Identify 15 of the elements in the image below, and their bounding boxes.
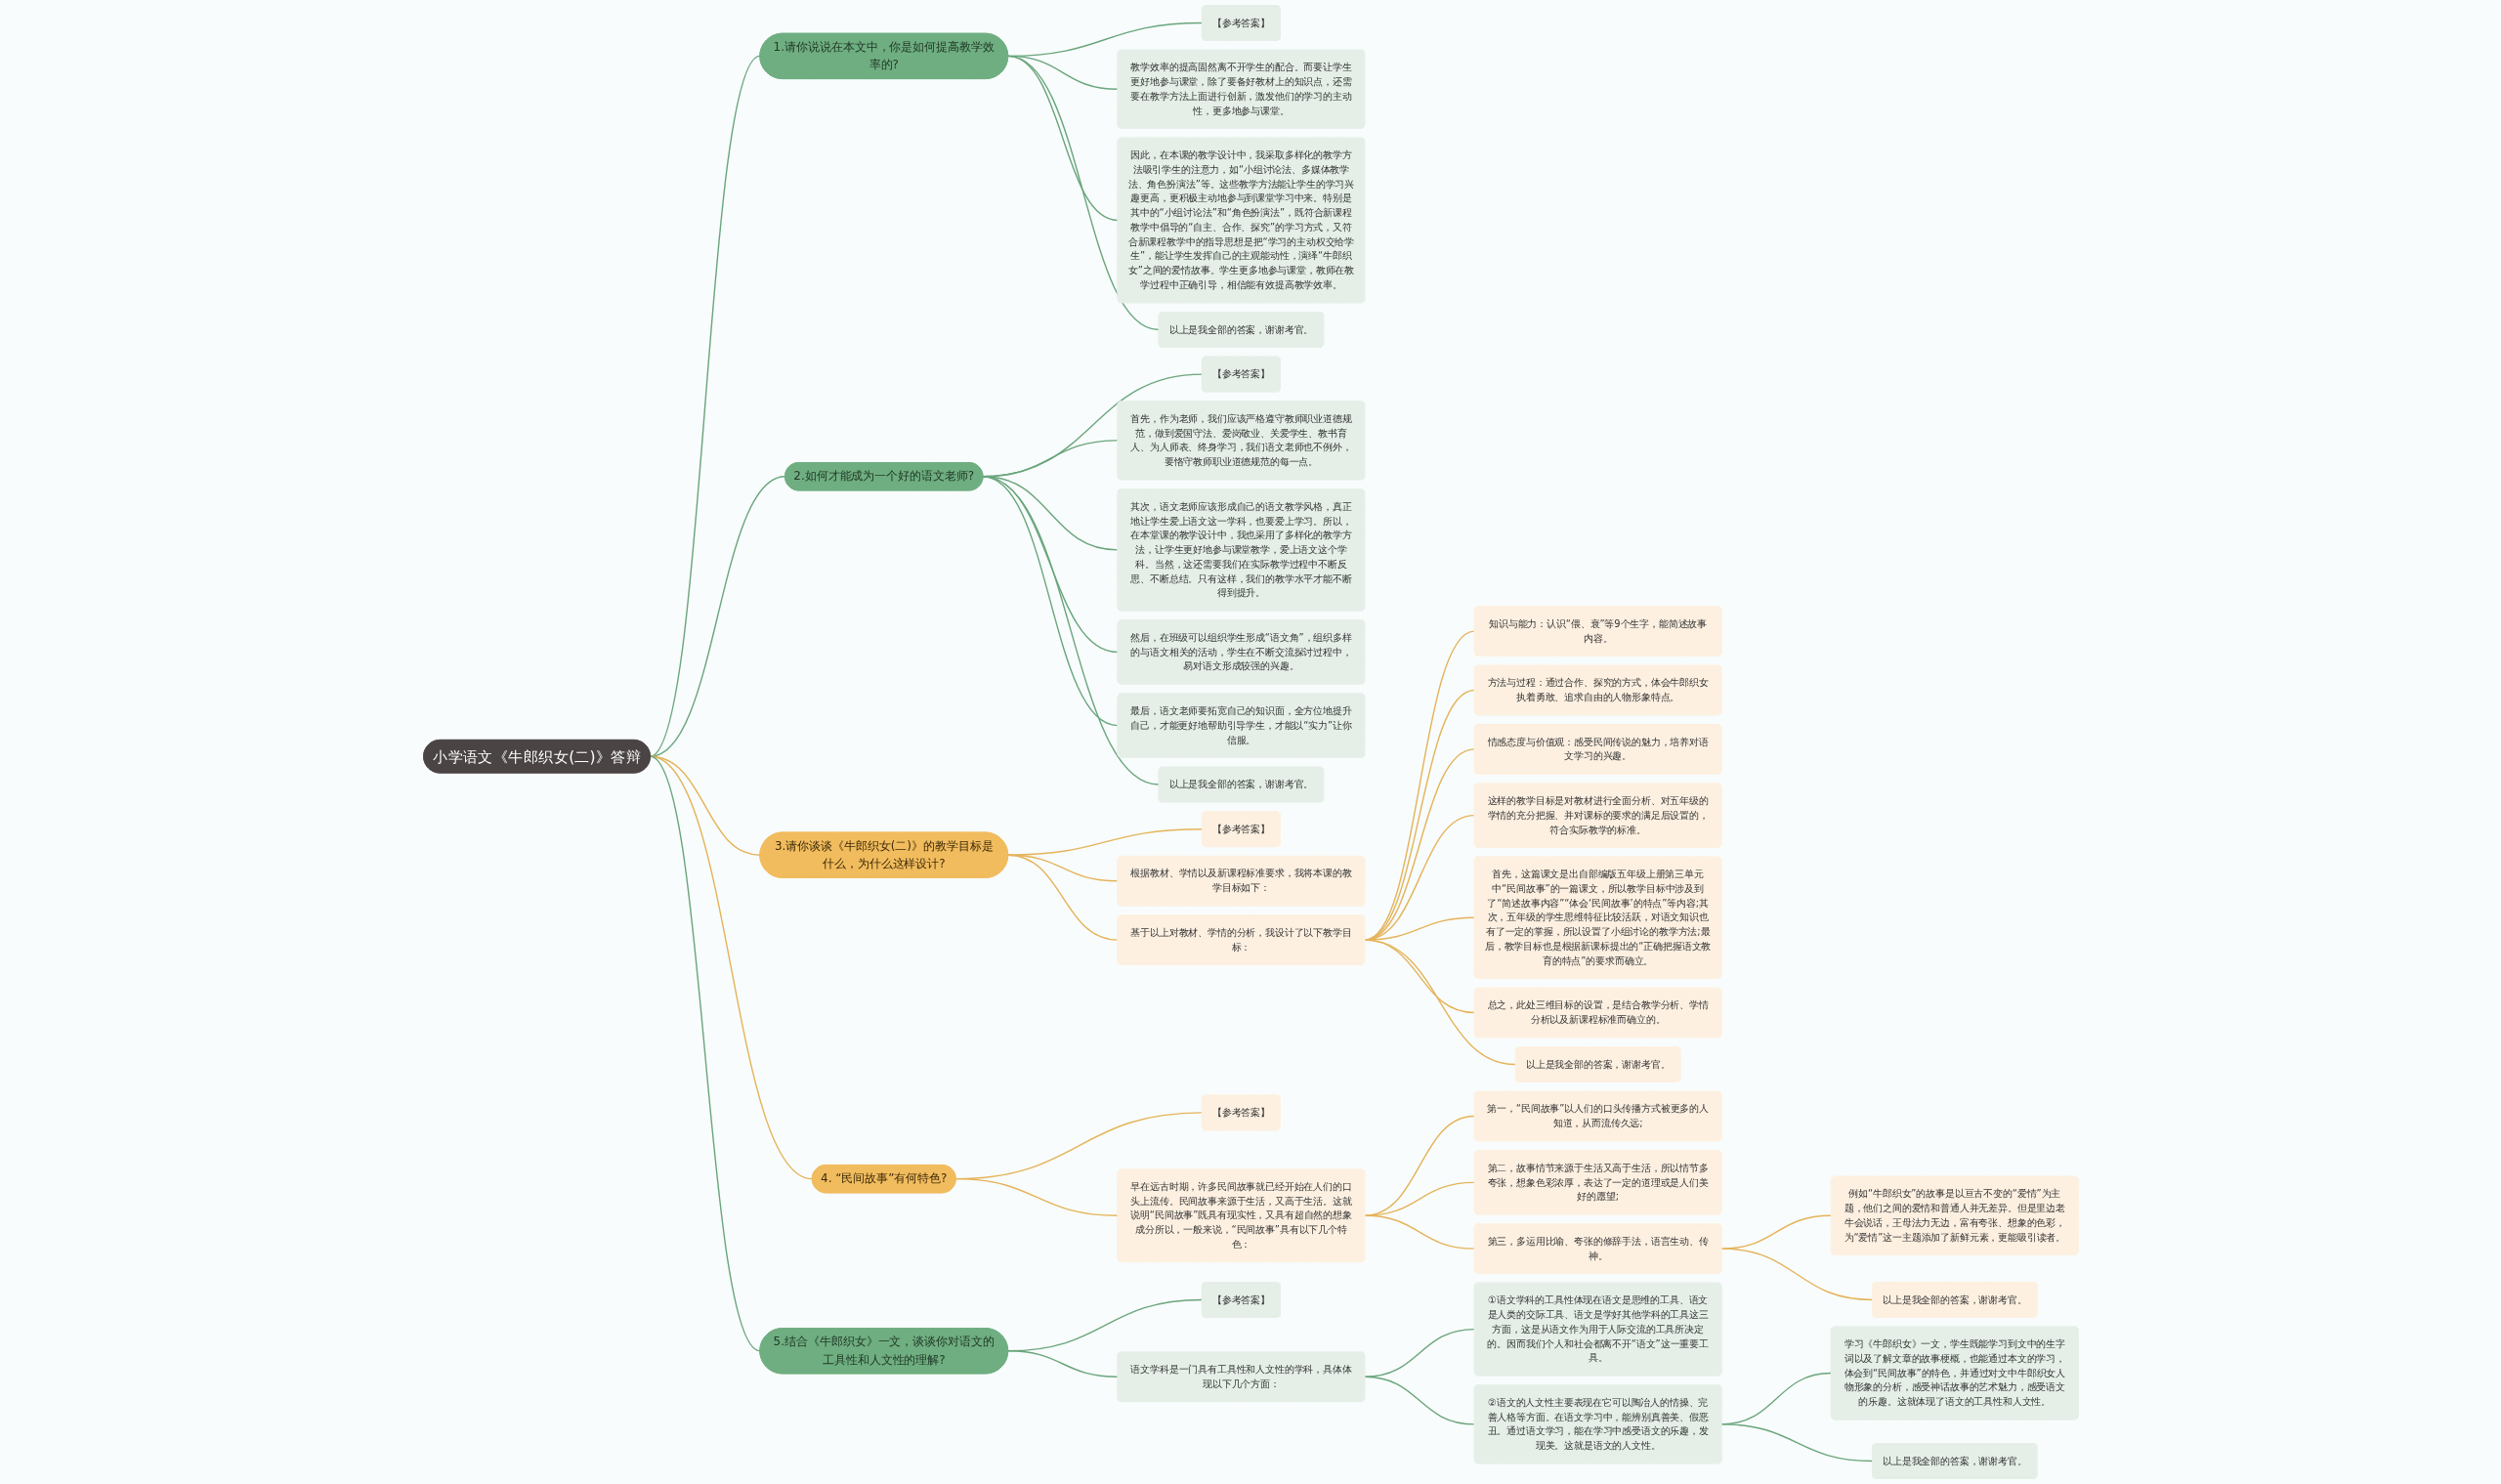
connector [1363,1214,1475,1250]
connector [1719,1248,1873,1301]
connector [649,755,761,1352]
connector [1363,1115,1475,1216]
connector [1363,1376,1475,1425]
connector [1006,827,1203,856]
connector [1006,55,1160,331]
connector [1363,1328,1475,1378]
connector [954,1177,1119,1216]
connector [1006,854,1119,941]
connector [981,476,1160,785]
connector [1006,1350,1119,1378]
connector [1363,1181,1475,1216]
mind-map-drawing: 小学语文《牛郎织女(二)》答辩 1.请你说说在本文中，你是如何提高教学效率的? 【参考答案】 教学效率的提高固然离不开学生的配合。而要让学生更好地参与课堂，除了要备好教材上的知识点，还需要在教学方法上面进行创新，激发他们的学习的主动性，更多地参与课堂。 因此，在本课的教学设计中，我采取多样化的教学方法吸引学生的注意力，如“小组讨论法、多媒体教学法、角色扮演法”等。这些教学方法能让学生的学习兴趣更高，更积极主动地参与到课堂学习中来。特别是其中的“小组讨论法”和“角色扮演法”，既符合新课程教学中倡导的“自主、合作、探究”的学习方式，又符合新课程教学中的指导思想是把“学习的主动权交给学生”，能让学生发挥自己的主观能动性，演绎“牛郎织女”之间的爱情故事。学生更多地参与课堂，教师在教学过程中正确引导，相信能有效提高教学效率。 以上是我全部的答案，谢谢考官。 2.如何才能成为一个好的语文老师? 【参考答案】 首先，作为老师，我们应该严格遵守教师职业道德规范，做到爱国守法、爱岗敬业、关爱学生、教书育人、为人师表、终身学习，我们语文老师也不例外，要恪守教师职业道德规范的每一点。 其次，语文老师应该形成自己的语文教学风格，真正地让学生爱上语文这一学科，也要爱上学习。所以，在本堂课的教学设计中，我也采用了多样化的教学方法，让学生更好地参与课堂教学，爱上语文这个学科。当然，这还需要我们在实际教学过程中不断反思、不断总结。只有这样，我们的教学水平才能不断得到提升。 然后，在班级可以组织学生形成“语文角”，组织多样的与语文相关的活动，学生在不断交流探讨过程中，易对语文形成较强的兴趣。 最后，语文老师要拓宽自己的知识面，全方位地提升自己，才能更好地帮助引导学生，才能以“实力”让你信服。 以上是我全部的答案，谢谢考官。 3.请你谈谈《牛郎织女(二)》的教学目标是什么，为什么这样设计? 【参考答案】 根据教材、学情以及新课程标准要求，我将本课的教学目标如下： 基于以上对教材、学情的分析，我设计了以下教学目标： 知识与能力：认识“偎、衰”等9个生字，能简述故事内容。 方法与过程：通过合作、探究的方式，体会牛郎织女执着勇敢、追求自由的人物形象特点。 情感态度与价值观：感受民间传说的魅力，培养对语文学习的兴趣。 这样的教学目标是对教材进行全面分析、对五年级的学情的充分把握、并对课标的要求的满足后设置的，符合实际教学的标准。 首先，这篇课文是出自部编版五年级上册第三单元中“民间故事”的一篇课文，所以教学目标中涉及到了“简述故事内容”“体会‘民间故事’的特点”等内容;其次，五年级的学生思维特征比较活跃，对语文知识也有了一定的掌握，所以设置了小组讨论的教学方法;最后，教学目标也是根据新课标提出的“正确把握语文教育的特点”的要求而确立。 总之，此处三维目标的设置，是结合教学分析、学情分析以及新课程标准而确立的。 以上是我全部的答案，谢谢考官。 4. “民间故事”有何特色? 【参考答案】 早在远古时期，许多民间故事就已经开始在人们的口头上流传。民间故事来源于生活，又高于生活。这就说明“民间故事”既具有现实性，又具有超自然的想象成分所以，一般来说，“民间故事”具有以下几个特色： 第一，“民间故事”以人们的口头传播方式被更多的人知道，从而流传久远; 第二，故事情节来源于生活又高于生活，所以情节多夸张，想象色彩浓厚，表达了一定的道理或是人们美好的愿望; 第三，多运用比喻、夸张的修辞手法，语言生动、传神。 例如“牛郎织女”的故事是以亘古不变的“爱情”为主题，他们之间的爱情和普通人并无差异。但是里边老牛会说话，王母法力无边，富有夸张、想象的色彩，为“爱情”这一主题添加了新鲜元素，更能吸引读者。 以上是我全部的答案，谢谢考官。 5.结合《牛郎织女》一文，谈谈你对语文的工具性和人文性的理解? 【参考答案】 语文学科是一门具有工具性和人文性的学科，具体体现以下几个方面： ①语文学科的工具性体现在语文是思维的工具、语文是人类的交际工具、语文是学好其他学科的工具这三方面，这是从语文作为用于人际交流的工具所决定的。因而我们个人和社会都离不开“语文”这一重要工具。 ②语文的人文性主要表现在它可以陶冶人的情操、完善人格等方面。在语文学习中，能辨别真善美、假恶丑。通过语文学习，能在学习中感受语文的乐趣，发现美。这就是语文的人文性。 学习《牛郎织女》一文，学生既能学习到文中的生字词以及了解文章的故事梗概，也能通过本文的学习，体会到“民间故事”的特色，并通过对文中牛郎织女人物形象的分析，感受神话故事的艺术魅力，感受语文的乐趣。这就体现了语文的工具性和人文性。 以上是我全部的答案，谢谢考官。 [417,0,2084,1484]
connector [1719,1423,1873,1463]
